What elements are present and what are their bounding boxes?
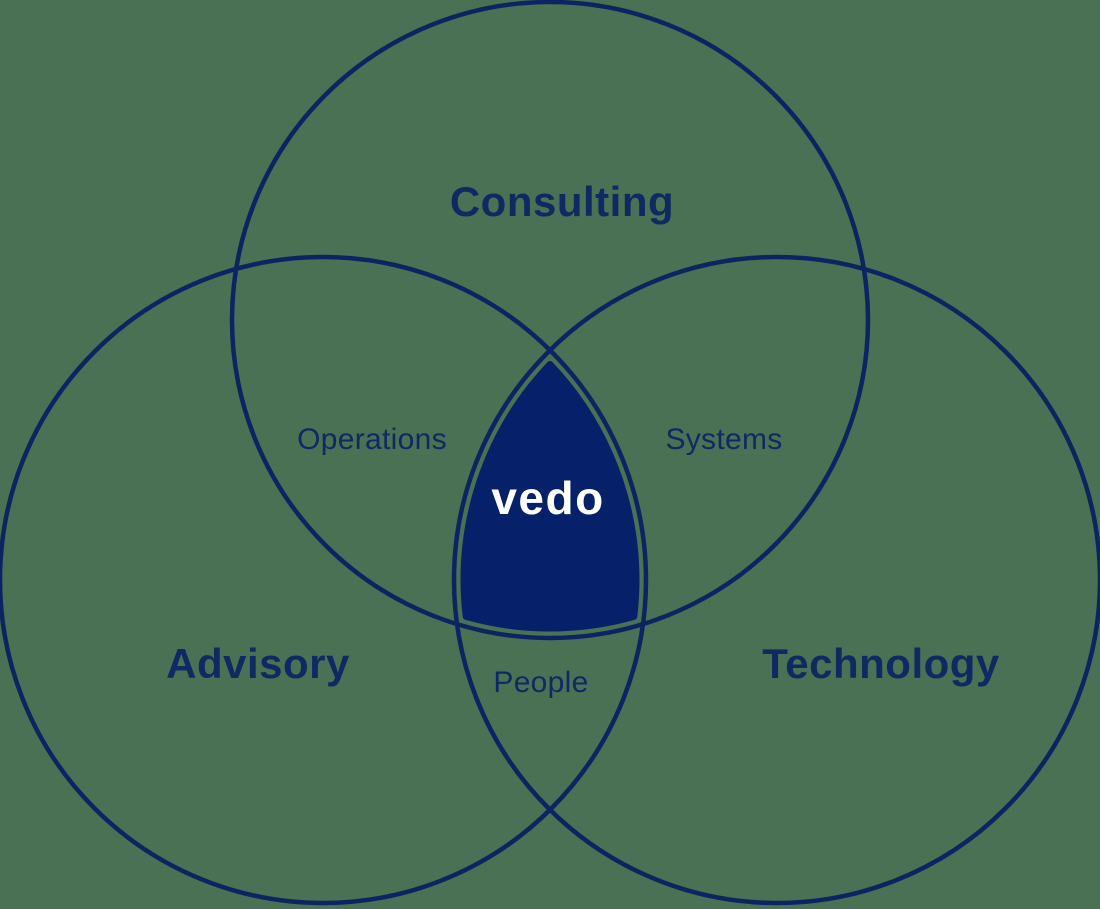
intersection-label-systems: Systems (665, 423, 782, 456)
venn-center-intersection-shape (460, 361, 640, 632)
brand-wordmark-vedo: vedo (491, 472, 604, 524)
set-label-consulting: Consulting (450, 178, 674, 225)
venn-circle-advisory (0, 254, 649, 906)
set-label-advisory: Advisory (166, 640, 350, 687)
venn-circle-technology (451, 254, 1100, 906)
intersection-label-people: People (493, 666, 588, 699)
intersection-label-operations: Operations (297, 423, 447, 456)
set-label-technology: Technology (762, 640, 1000, 687)
venn-circle-consulting (229, 0, 871, 641)
